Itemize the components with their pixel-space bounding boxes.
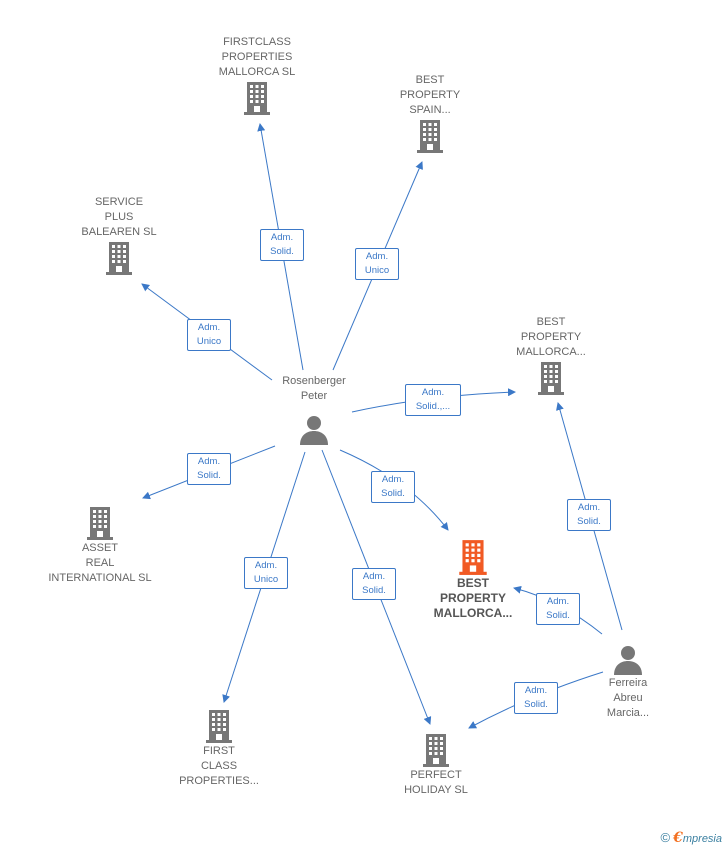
edge-label-ferreira-best-mallorca-main[interactable]: Adm. Solid. bbox=[536, 593, 580, 625]
node-label: FIRST CLASS PROPERTIES... bbox=[179, 745, 259, 787]
node-best-property-mallorca-main[interactable]: BEST PROPERTY MALLORCA... bbox=[398, 538, 548, 621]
building-icon bbox=[103, 240, 135, 276]
footer-brand[interactable]: ©€mpresia bbox=[661, 830, 722, 846]
node-label: BEST PROPERTY MALLORCA... bbox=[433, 576, 513, 620]
node-label: PERFECT HOLIDAY SL bbox=[404, 769, 468, 796]
node-firstclass-properties-mallorca[interactable]: FIRSTCLASS PROPERTIES MALLORCA SL bbox=[182, 35, 332, 116]
building-icon bbox=[535, 360, 567, 396]
copyright-icon: © bbox=[660, 830, 671, 845]
edge-label-rosenberger-best-spain[interactable]: Adm. Unico bbox=[355, 248, 399, 280]
edge-label-rosenberger-service-plus[interactable]: Adm. Unico bbox=[187, 319, 231, 351]
person-icon bbox=[612, 644, 644, 676]
building-icon bbox=[420, 732, 452, 768]
person-icon bbox=[298, 414, 330, 446]
node-label: Rosenberger Peter bbox=[282, 375, 346, 402]
building-icon bbox=[414, 118, 446, 154]
edge-label-ferreira-best-mallorca-top[interactable]: Adm. Solid. bbox=[567, 499, 611, 531]
node-label: BEST PROPERTY MALLORCA... bbox=[516, 316, 586, 358]
building-icon bbox=[84, 505, 116, 541]
brand-name: mpresia bbox=[682, 833, 722, 845]
edge-label-rosenberger-firstclass[interactable]: Adm. Solid. bbox=[260, 229, 304, 261]
building-icon bbox=[456, 538, 490, 576]
brand-logo-initial: € bbox=[673, 830, 683, 846]
node-label: ASSET REAL INTERNATIONAL SL bbox=[48, 542, 152, 584]
edge-label-ferreira-perfect-holiday[interactable]: Adm. Solid. bbox=[514, 682, 558, 714]
node-ferreira-abreu-marcia[interactable]: Ferreira Abreu Marcia... bbox=[553, 644, 703, 721]
node-service-plus-balearen[interactable]: SERVICE PLUS BALEAREN SL bbox=[44, 195, 194, 276]
edge-label-rosenberger-asset-real[interactable]: Adm. Solid. bbox=[187, 453, 231, 485]
node-best-property-mallorca-top[interactable]: BEST PROPERTY MALLORCA... bbox=[476, 315, 626, 396]
edge-label-rosenberger-perfect-holiday[interactable]: Adm. Solid. bbox=[352, 568, 396, 600]
node-asset-real-international[interactable]: ASSET REAL INTERNATIONAL SL bbox=[25, 505, 175, 586]
node-label: Ferreira Abreu Marcia... bbox=[606, 677, 650, 719]
node-best-property-spain[interactable]: BEST PROPERTY SPAIN... bbox=[355, 73, 505, 154]
node-label: FIRSTCLASS PROPERTIES MALLORCA SL bbox=[218, 36, 296, 78]
building-icon bbox=[241, 80, 273, 116]
node-label: BEST PROPERTY SPAIN... bbox=[399, 74, 461, 116]
node-rosenberger-peter[interactable]: Rosenberger Peter bbox=[239, 374, 389, 446]
node-label: SERVICE PLUS BALEAREN SL bbox=[81, 196, 157, 238]
edge-label-rosenberger-best-mallorca-main[interactable]: Adm. Solid. bbox=[371, 471, 415, 503]
edge-label-rosenberger-best-mallorca-top[interactable]: Adm. Solid.,... bbox=[405, 384, 461, 416]
building-icon bbox=[203, 708, 235, 744]
edge-label-rosenberger-first-class[interactable]: Adm. Unico bbox=[244, 557, 288, 589]
node-perfect-holiday[interactable]: PERFECT HOLIDAY SL bbox=[361, 732, 511, 798]
node-first-class-properties[interactable]: FIRST CLASS PROPERTIES... bbox=[144, 708, 294, 789]
